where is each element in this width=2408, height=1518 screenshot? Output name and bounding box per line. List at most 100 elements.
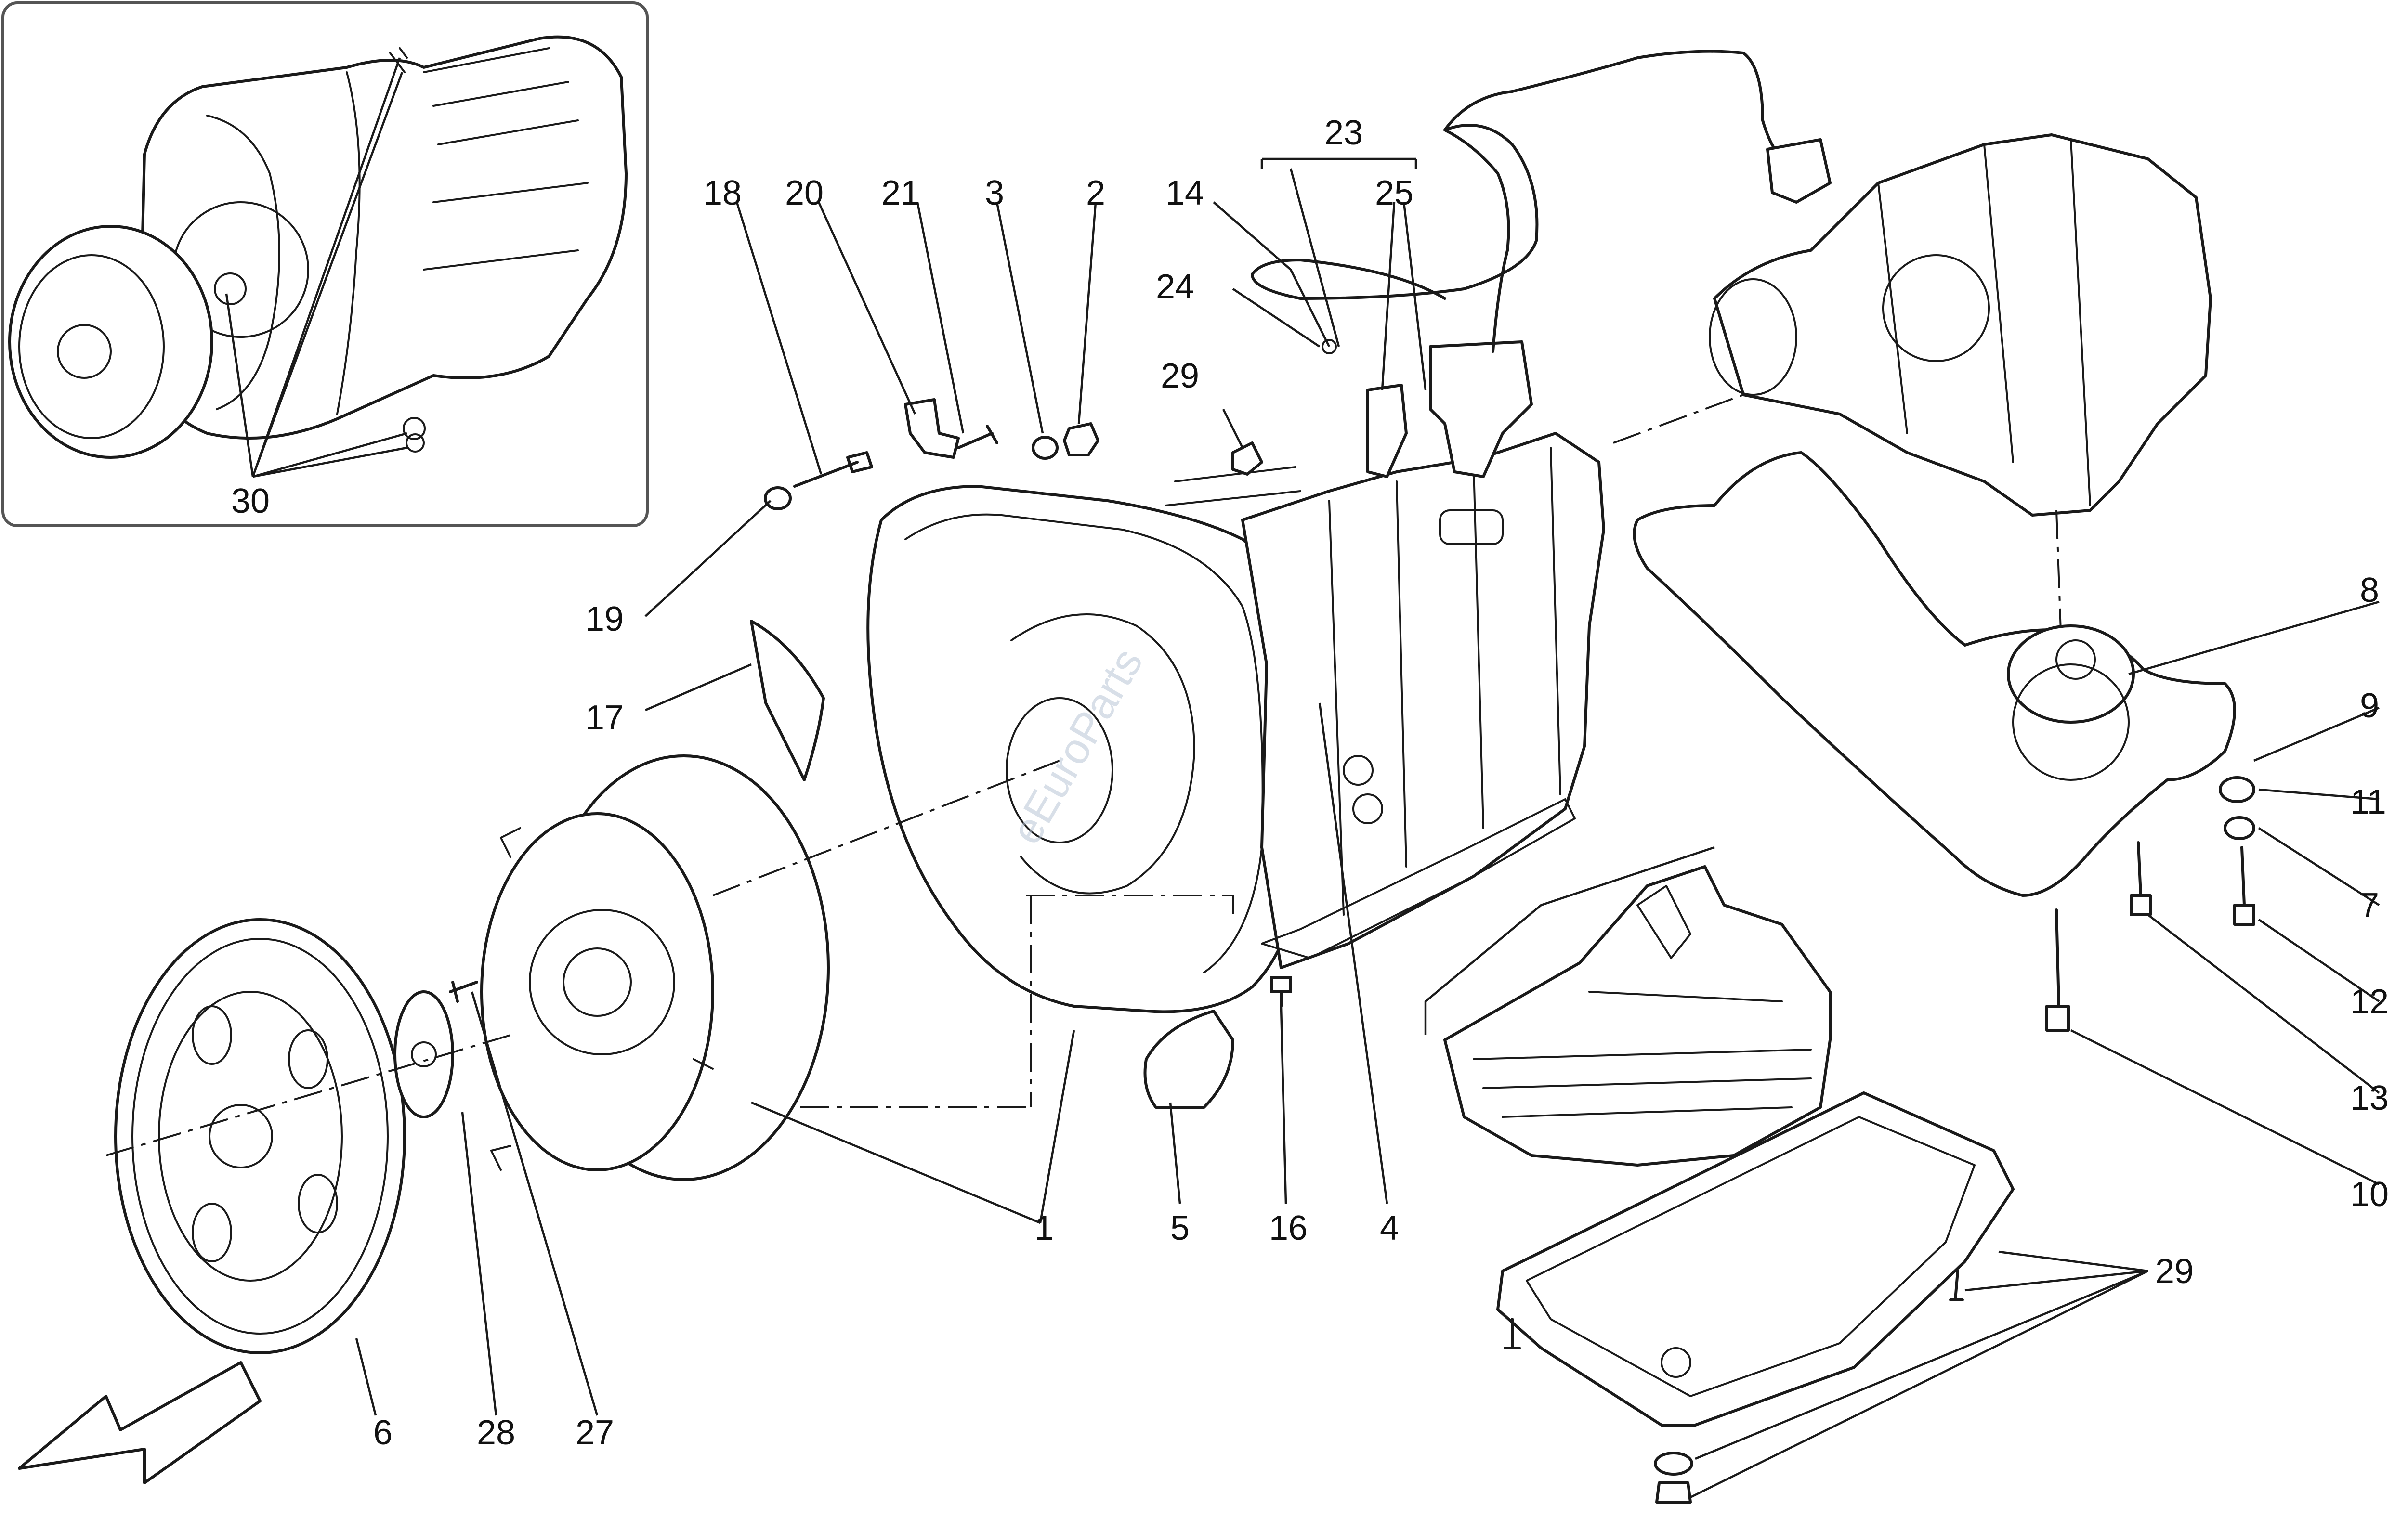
cover-plate	[750, 620, 825, 781]
sensor-connector-group	[1322, 339, 1533, 478]
converter-hub	[563, 947, 632, 1017]
callout-28: 28	[477, 1414, 515, 1452]
flex-plate-ring-gear	[114, 918, 406, 1354]
flex-plate-hole-2	[288, 1029, 328, 1089]
washer-11	[2219, 776, 2255, 803]
callout-25: 25	[1375, 174, 1413, 212]
mount-pad-5	[1143, 1010, 1234, 1109]
callout-8: 8	[2360, 571, 2379, 610]
case-connector-boss	[1439, 509, 1504, 545]
callout-19: 19	[585, 600, 624, 638]
input-shaft-bore	[1006, 697, 1113, 843]
oil-pan-inner	[1526, 1116, 1976, 1397]
wire-harness	[1443, 50, 1793, 353]
callout-29-pan: 29	[2155, 1252, 2194, 1291]
wire-harness-loop	[1251, 124, 1539, 300]
washer-19	[764, 486, 792, 510]
flex-plate-teeth-edge	[131, 938, 389, 1335]
oil-pan-gasket	[1496, 1091, 2015, 1427]
crossmember	[1633, 451, 2236, 897]
inset-oring	[214, 272, 247, 305]
inset-panel	[1, 1, 649, 527]
drain-gasket	[1654, 1452, 1693, 1476]
callout-2: 2	[1086, 174, 1105, 212]
callout-17: 17	[585, 699, 624, 737]
valve-body-channels	[1473, 991, 1812, 1118]
converter-lugs	[490, 827, 714, 1171]
bell-flange-inner	[904, 513, 1264, 973]
inset-plug	[403, 417, 426, 440]
sensor-25	[1366, 384, 1408, 478]
case-ribs	[1328, 447, 1561, 916]
main-case-body	[1241, 432, 1605, 969]
bolt-13	[2130, 841, 2152, 916]
callout-7: 7	[2360, 886, 2379, 925]
converter-face	[480, 812, 714, 1171]
inset-converter-face	[18, 254, 165, 439]
callout-4: 4	[1380, 1209, 1399, 1247]
flex-plate-hole-4	[192, 1203, 232, 1262]
spacer-plate	[393, 990, 454, 1118]
callout-11: 11	[2350, 783, 2386, 821]
inset-converter-hub	[57, 324, 112, 379]
inset-transmission-housing	[138, 35, 628, 440]
nut-2	[1063, 422, 1099, 456]
bolt-18	[793, 451, 873, 488]
oil-pan	[1496, 1091, 2015, 1504]
washer-7	[2224, 816, 2255, 840]
case-oil-pan-rail	[1261, 798, 1576, 959]
converter-axis-line	[712, 760, 1060, 896]
leader-lines	[355, 157, 2380, 1499]
differential-housing	[1709, 133, 2212, 517]
callout-1: 1	[1034, 1209, 1054, 1247]
oil-pan-bolts	[1504, 1270, 1964, 1349]
callout-27: 27	[576, 1414, 614, 1452]
callout-14: 14	[1165, 174, 1204, 212]
crank-axis-line	[105, 1034, 511, 1156]
callout-3: 3	[985, 174, 1004, 212]
drain-plug	[1655, 1481, 1692, 1504]
case-vent-tube	[1165, 466, 1301, 506]
callout-16: 16	[1269, 1209, 1308, 1247]
inset-torque-converter	[8, 225, 213, 459]
callout-5: 5	[1170, 1209, 1190, 1247]
flex-plate-bolt	[449, 981, 478, 1003]
callout-12: 12	[2350, 983, 2389, 1021]
callout-6: 6	[373, 1414, 393, 1452]
callout-13: 13	[2350, 1079, 2389, 1117]
inset-leaders	[225, 57, 407, 478]
flex-plate-web	[158, 991, 343, 1282]
plug-29-top	[1231, 441, 1263, 476]
inset-case-seam	[336, 71, 361, 415]
spacer-plate-hole	[411, 1041, 437, 1067]
front-direction-arrow	[18, 1361, 262, 1484]
bell-housing	[866, 485, 1302, 1013]
oil-pan-drain	[1661, 1347, 1691, 1378]
callout-23: 23	[1324, 114, 1363, 152]
torque-converter	[480, 754, 830, 1181]
callout-labels: 18 20 21 3 2 14 23 25 24 29 19 17 1 5 16…	[231, 114, 2389, 1452]
callout-18: 18	[703, 174, 742, 212]
harness-connector	[1766, 138, 1832, 204]
mount-8-body	[2012, 663, 2130, 781]
converter-bolt-circle	[529, 909, 675, 1055]
flex-plate-hub	[209, 1104, 273, 1168]
case-plug-right	[1352, 793, 1383, 824]
callout-29-top: 29	[1161, 357, 1199, 395]
bolt-21	[957, 425, 998, 449]
bell-pump-opening	[1010, 613, 1195, 895]
callout-20: 20	[785, 174, 824, 212]
bolt-12	[2233, 846, 2255, 926]
callout-21: 21	[881, 174, 920, 212]
inset-ribs	[423, 47, 589, 271]
diff-ribs	[1877, 139, 2091, 506]
crossmember-body	[1633, 451, 2236, 897]
diff-output-flange	[1709, 278, 1797, 396]
callout-24: 24	[1156, 268, 1194, 306]
valve-body-plate	[1443, 865, 1832, 1167]
bracket-20	[904, 398, 960, 459]
case-plug-left	[1343, 755, 1374, 786]
callout-9: 9	[2360, 687, 2379, 725]
mount-8-top	[2007, 624, 2135, 724]
